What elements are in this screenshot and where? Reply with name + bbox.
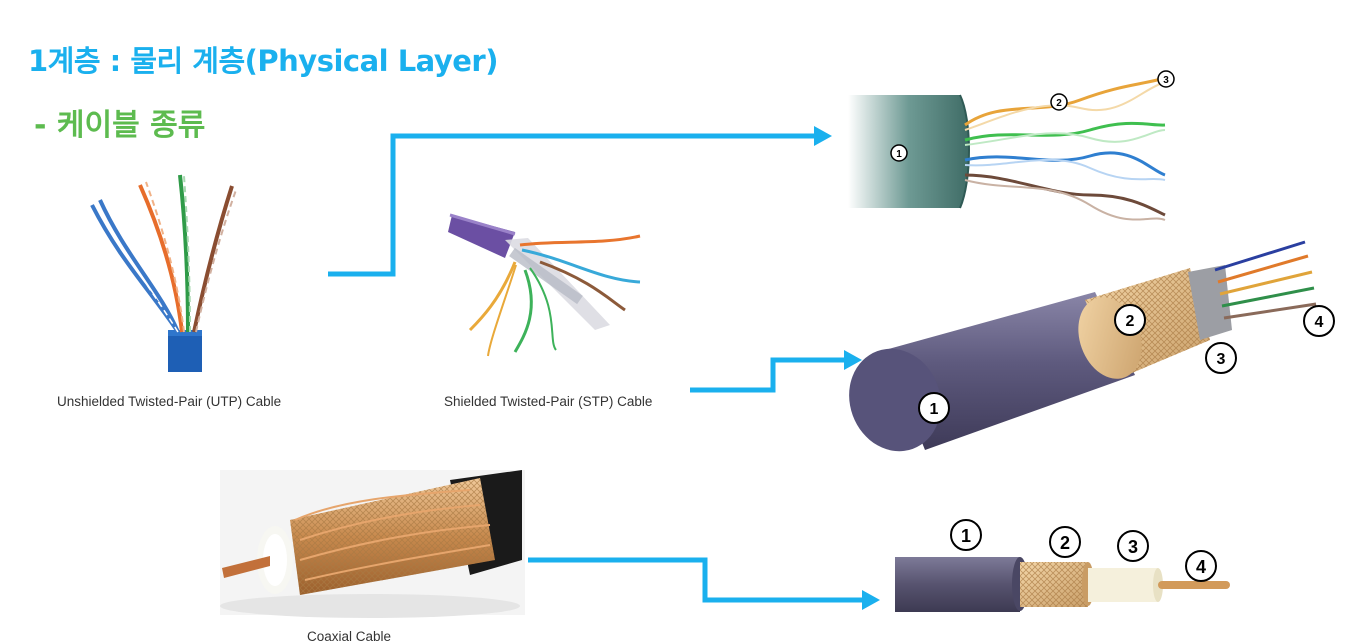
svg-text:1: 1: [930, 401, 939, 418]
svg-text:2: 2: [1056, 98, 1062, 109]
utp-callout-1: 1: [890, 144, 908, 162]
svg-text:3: 3: [1217, 351, 1226, 368]
utp-caption: Unshielded Twisted-Pair (UTP) Cable: [57, 394, 282, 409]
utp-cable-photo: [90, 174, 237, 372]
svg-text:1: 1: [961, 526, 971, 546]
svg-text:2: 2: [1126, 313, 1135, 330]
stp-callout-3: 3: [1205, 342, 1237, 374]
svg-text:3: 3: [1163, 75, 1169, 86]
coax-callout-4: 4: [1185, 550, 1217, 582]
stp-callout-1: 1: [918, 392, 950, 424]
svg-text:1: 1: [896, 149, 902, 160]
utp-callout-2: 2: [1050, 93, 1068, 111]
stp-callout-4: 4: [1303, 305, 1335, 337]
utp-detail-illustration: [848, 76, 1166, 221]
svg-text:4: 4: [1196, 557, 1206, 577]
stp-cable-photo: [448, 213, 641, 357]
page-subtitle: - 케이블 종류: [34, 108, 206, 143]
arrow-stp-to-detail: [690, 350, 862, 393]
coax-callout-1: 1: [950, 519, 982, 551]
svg-text:4: 4: [1315, 314, 1324, 331]
arrow-coax-to-detail: [528, 557, 880, 610]
svg-text:2: 2: [1060, 533, 1070, 553]
coax-caption: Coaxial Cable: [307, 629, 392, 644]
svg-text:3: 3: [1128, 537, 1138, 557]
page-title: 1계층 : 물리 계층(Physical Layer): [28, 44, 498, 78]
coax-cable-photo: [220, 470, 525, 618]
coax-callout-2: 2: [1049, 526, 1081, 558]
utp-callout-3: 3: [1157, 70, 1175, 88]
coax-detail-illustration: [895, 557, 1230, 612]
stp-detail-illustration: [849, 240, 1317, 452]
stp-caption: Shielded Twisted-Pair (STP) Cable: [444, 394, 653, 409]
stp-callout-2: 2: [1114, 304, 1146, 336]
coax-callout-3: 3: [1117, 530, 1149, 562]
arrow-utp-to-detail: [328, 126, 832, 277]
